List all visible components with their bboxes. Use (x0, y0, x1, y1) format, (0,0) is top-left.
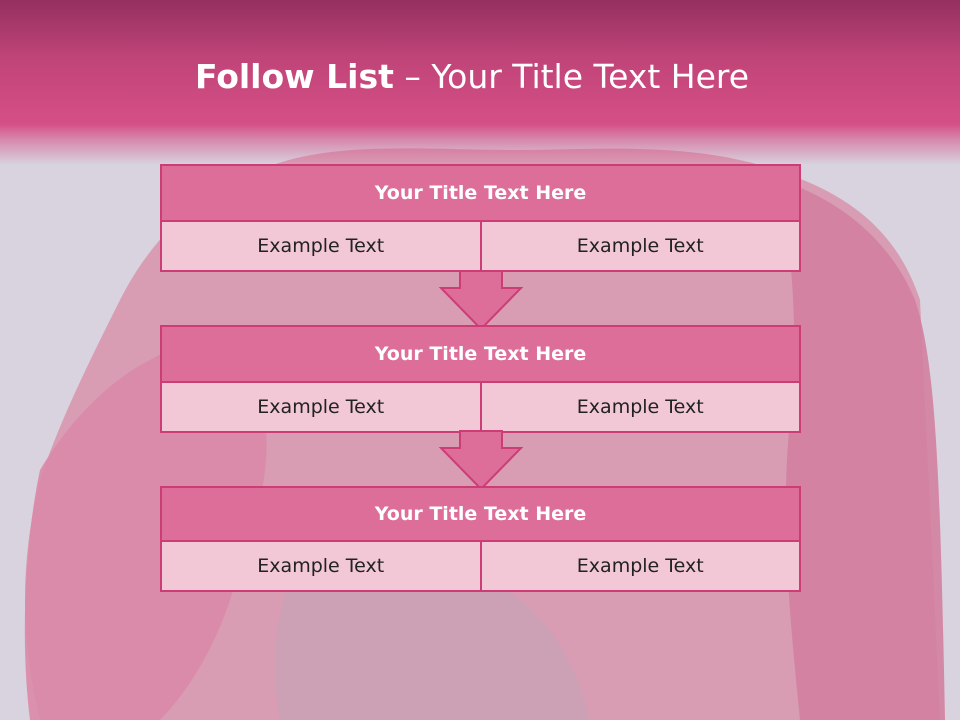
step-right-text: Example Text (479, 383, 799, 431)
down-arrow-icon (438, 430, 524, 491)
step-right-text: Example Text (479, 222, 799, 270)
step-title: Your Title Text Here (162, 327, 799, 383)
title-banner (0, 0, 960, 165)
step-title: Your Title Text Here (162, 488, 799, 542)
slide-title: Follow List – Your Title Text Here (0, 55, 944, 99)
step-left-text: Example Text (162, 383, 480, 431)
step-right-text: Example Text (479, 542, 799, 590)
slide-title-rest: – Your Title Text Here (393, 57, 750, 96)
step-left-text: Example Text (162, 222, 480, 270)
slide-title-bold: Follow List (194, 57, 394, 96)
step-left-text: Example Text (162, 542, 480, 590)
step-box-3: Your Title Text Here Example Text Exampl… (160, 486, 801, 592)
step-title: Your Title Text Here (162, 166, 799, 222)
down-arrow-icon (438, 270, 524, 331)
step-box-2: Your Title Text Here Example Text Exampl… (160, 325, 801, 433)
step-box-1: Your Title Text Here Example Text Exampl… (160, 164, 801, 272)
